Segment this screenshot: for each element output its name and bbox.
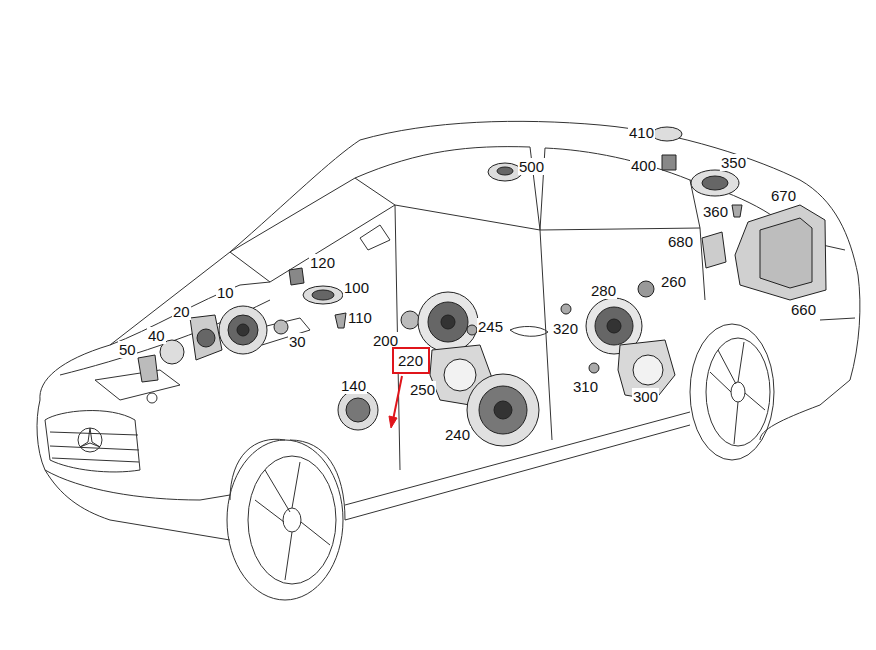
callout-number: 100 bbox=[343, 279, 370, 296]
car-body bbox=[37, 121, 860, 540]
callout-number: 110 bbox=[347, 309, 373, 326]
tweeter bbox=[401, 311, 419, 329]
callout-number: 20 bbox=[172, 303, 191, 320]
callout-number: 670 bbox=[770, 187, 797, 204]
callout-number: 30 bbox=[288, 333, 307, 350]
wheel bbox=[227, 324, 774, 600]
callout-number: 140 bbox=[340, 377, 367, 394]
star-logo bbox=[78, 393, 157, 452]
callout-number: 250 bbox=[409, 381, 436, 398]
callout-number: 320 bbox=[552, 320, 579, 337]
callout-number: 360 bbox=[702, 203, 729, 220]
callout-number: 245 bbox=[477, 318, 504, 335]
callout-number: 310 bbox=[572, 378, 599, 395]
callout-number: 410 bbox=[628, 124, 655, 141]
callout-number: 350 bbox=[720, 154, 747, 171]
callout-number: 680 bbox=[667, 233, 694, 250]
highlight-box: 220 bbox=[392, 347, 430, 374]
callout-number: 260 bbox=[660, 273, 687, 290]
callout-number: 220 bbox=[398, 352, 424, 369]
callout-number: 40 bbox=[147, 327, 166, 344]
callout-number: 660 bbox=[790, 301, 817, 318]
pointer-arrow bbox=[389, 376, 402, 428]
callout-number: 50 bbox=[118, 341, 137, 358]
audio-parts bbox=[138, 127, 826, 446]
callout-number: 500 bbox=[518, 158, 545, 175]
callout-number: 300 bbox=[632, 388, 659, 405]
callout-number: 400 bbox=[630, 157, 657, 174]
callout-number: 10 bbox=[216, 284, 235, 301]
callout-number: 240 bbox=[444, 426, 471, 443]
callout-number: 120 bbox=[309, 254, 336, 271]
callout-number: 280 bbox=[590, 282, 617, 299]
